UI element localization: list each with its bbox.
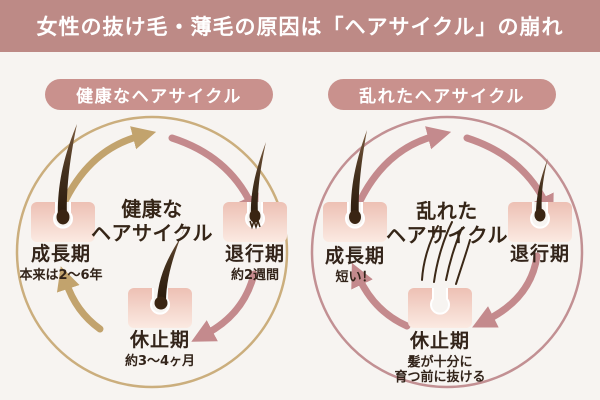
disturbed-center-line2: ヘアサイクル [386, 222, 508, 247]
phase-note: 本来は2～6年 [19, 267, 103, 283]
hair-follicle-empty-shedding-icon [408, 221, 472, 328]
phase-name: 退行期 [224, 243, 286, 265]
phase-name: 退行期 [509, 243, 571, 265]
disturbed-regression-phase-label: 退行期 [510, 244, 570, 265]
hair-follicle-short-hair-icon [323, 130, 387, 242]
hair-follicle-long-hair-icon [31, 124, 95, 242]
healthy-cycle-badge: 健康なヘアサイクル [45, 79, 273, 110]
hair-follicle-receding-hair-icon [508, 158, 572, 242]
hair-follicle-detaching-hair-icon [223, 142, 287, 242]
disturbed-rest-phase-label: 休止期 髪が十分に 育つ前に抜ける [394, 331, 485, 386]
phase-note: 約3～4ヶ月 [124, 353, 196, 369]
healthy-regression-phase-label: 退行期 約2週間 [225, 244, 285, 283]
phase-name: 成長期 [30, 243, 91, 265]
healthy-cycle-center-label: 健康な ヘアサイクル [91, 197, 213, 245]
healthy-center-line2: ヘアサイクル [91, 220, 213, 245]
phase-name: 休止期 [409, 330, 471, 352]
phase-name: 休止期 [129, 329, 190, 351]
healthy-rest-phase-label: 休止期 約3～4ヶ月 [125, 330, 195, 369]
phase-name: 成長期 [324, 245, 386, 267]
phase-note-line1: 髪が十分に [407, 354, 473, 370]
hair-follicle-club-hair-icon [128, 224, 192, 328]
page-title: 女性の抜け毛・薄毛の原因は「ヘアサイクル」の崩れ [0, 0, 600, 52]
phase-note: 短い！ [335, 269, 375, 285]
disturbed-cycle-center-label: 乱れた ヘアサイクル [386, 199, 508, 247]
healthy-growth-phase-label: 成長期 本来は2～6年 [19, 244, 102, 283]
phase-note-line2: 育つ前に抜ける [394, 370, 486, 386]
healthy-cycle-ring-and-arrows-icon [15, 115, 289, 389]
disturbed-cycle-badge: 乱れたヘアサイクル [328, 79, 556, 110]
healthy-cycle-diagram: 健康な ヘアサイクル 成長期 本来は2～6年 退行期 約2週間 [14, 114, 290, 390]
disturbed-cycle-ring-and-arrows-icon [310, 115, 584, 389]
disturbed-growth-phase-label: 成長期 短い！ [325, 246, 385, 285]
disturbed-cycle-diagram: 乱れた ヘアサイクル 成長期 短い！ 退行期 [309, 114, 585, 390]
healthy-center-line1: 健康な [121, 197, 183, 221]
disturbed-center-line1: 乱れた [416, 199, 478, 223]
phase-note: 約2週間 [230, 267, 280, 283]
